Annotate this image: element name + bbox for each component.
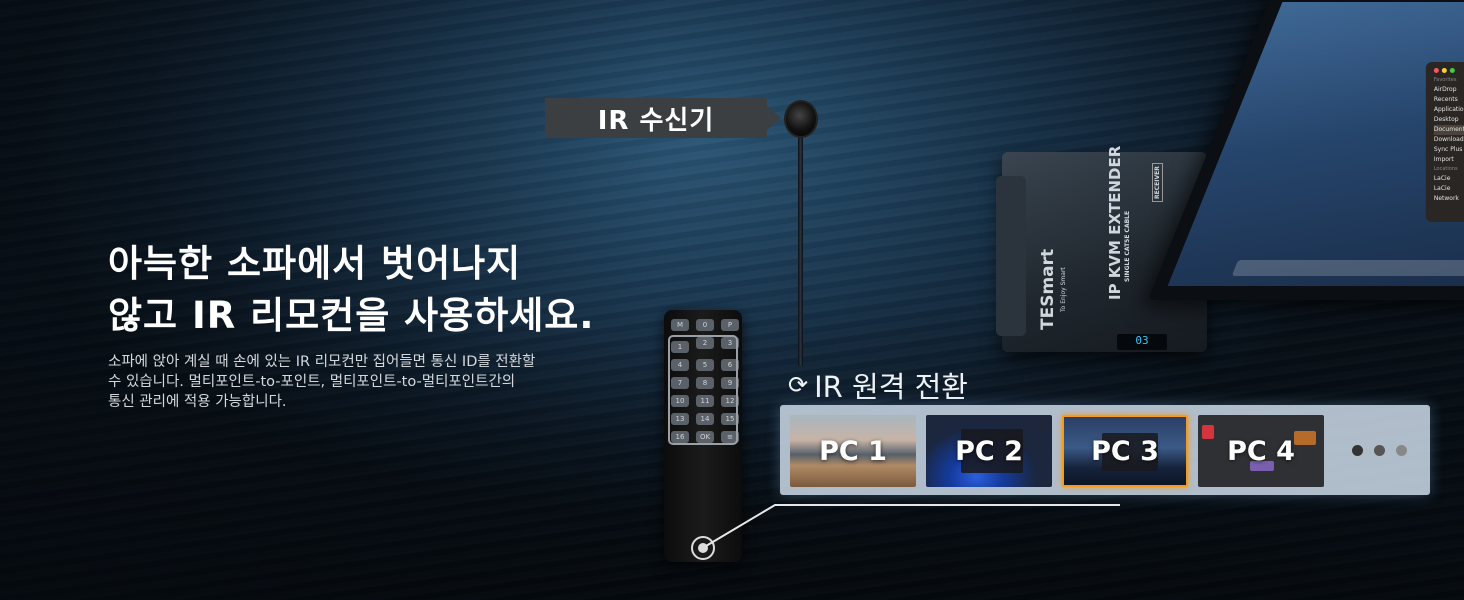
finder-item[interactable]: Recents bbox=[1433, 96, 1458, 103]
headline-line: 아늑한 소파에서 벗어나지 bbox=[108, 242, 522, 285]
dashboard-chart bbox=[1250, 461, 1274, 471]
remote-key[interactable]: 15 bbox=[721, 413, 739, 425]
finder-section: Locations bbox=[1433, 166, 1458, 172]
pc-label: PC 1 bbox=[819, 435, 887, 467]
remote-key[interactable]: 10 bbox=[671, 395, 689, 407]
switch-heading: ⟳ IR 원격 전환 bbox=[788, 364, 968, 406]
ir-receiver bbox=[784, 100, 818, 138]
pc-label: PC 3 bbox=[1091, 435, 1159, 467]
finder-item[interactable]: Sync Plus Plan bbox=[1433, 146, 1464, 153]
remote-key[interactable]: 0 bbox=[696, 319, 714, 331]
device-tagline: To Enjoy Smart bbox=[1060, 267, 1067, 312]
finder-section: Favorites bbox=[1433, 77, 1457, 83]
mounting-plate bbox=[996, 176, 1026, 336]
remote-key[interactable]: 7 bbox=[671, 377, 689, 389]
remote-key[interactable]: 12 bbox=[721, 395, 739, 407]
receiver-cable bbox=[798, 136, 803, 366]
device-type: RECEIVER bbox=[1152, 163, 1163, 202]
remote-key[interactable]: 9 bbox=[721, 377, 739, 389]
pc-label: PC 4 bbox=[1227, 435, 1295, 467]
device-subtitle: SINGLE CAT5E CABLE bbox=[1124, 210, 1131, 282]
device-brand: TESmart bbox=[1038, 248, 1058, 330]
remote-key[interactable]: 13 bbox=[671, 413, 689, 425]
remote-key[interactable]: 4 bbox=[671, 359, 689, 371]
finder-item[interactable]: Network bbox=[1433, 195, 1459, 202]
pc-thumb-4[interactable]: PC 4 bbox=[1198, 415, 1324, 487]
finder-item[interactable]: Documents bbox=[1433, 125, 1464, 135]
finder-sidebar: Favorites AirDrop Recents Applications D… bbox=[1425, 62, 1464, 222]
switch-heading-text: IR 원격 전환 bbox=[814, 370, 968, 404]
remote-key[interactable]: 3 bbox=[721, 337, 739, 349]
pc-switch-panel: PC 1 PC 2 PC 3 PC 4 bbox=[780, 405, 1430, 495]
more-dot bbox=[1374, 445, 1385, 456]
remote-key[interactable]: 11 bbox=[696, 395, 714, 407]
description: 소파에 앉아 계실 때 손에 있는 IR 리모컨만 집어들면 통신 ID를 전환… bbox=[108, 352, 628, 412]
dashboard-map bbox=[1294, 431, 1316, 445]
remote-key[interactable]: 14 bbox=[696, 413, 714, 425]
pc-label: PC 2 bbox=[955, 435, 1023, 467]
finder-item[interactable]: Desktop bbox=[1433, 116, 1459, 123]
more-dot bbox=[1396, 445, 1407, 456]
remote-key[interactable]: 2 bbox=[696, 337, 714, 349]
ir-emitter-icon bbox=[691, 536, 715, 560]
device-id-display: 03 bbox=[1117, 334, 1167, 350]
remote-key[interactable]: 1 bbox=[671, 341, 689, 353]
ir-receiver-label: IR 수신기 bbox=[545, 98, 781, 138]
device-model: IP KVM EXTENDER bbox=[1106, 145, 1124, 300]
description-line: 소파에 앉아 계실 때 손에 있는 IR 리모컨만 집어들면 통신 ID를 전환… bbox=[108, 354, 536, 370]
pc-thumb-2[interactable]: PC 2 bbox=[926, 415, 1052, 487]
finder-item[interactable]: LaCie bbox=[1433, 185, 1451, 192]
remote-key[interactable]: 16 bbox=[671, 431, 689, 443]
remote-key[interactable]: 6 bbox=[721, 359, 739, 371]
remote-key[interactable]: M bbox=[671, 319, 689, 331]
remote-key[interactable]: 5 bbox=[696, 359, 714, 371]
description-line: 통신 관리에 적용 가능합니다. bbox=[108, 394, 287, 410]
finder-item[interactable]: LaCie bbox=[1433, 175, 1451, 182]
app-window bbox=[961, 429, 1023, 473]
finder-item[interactable]: Applications bbox=[1433, 106, 1464, 113]
finder-item[interactable]: AirDrop bbox=[1433, 86, 1457, 93]
pc-thumb-1[interactable]: PC 1 bbox=[790, 415, 916, 487]
remote-key[interactable]: P bbox=[721, 319, 739, 331]
headline-line: 않고 IR 리모컨을 사용하세요. bbox=[108, 294, 595, 337]
more-dot bbox=[1352, 445, 1363, 456]
app-window bbox=[1102, 433, 1158, 471]
remote-key[interactable]: 8 bbox=[696, 377, 714, 389]
dashboard-tile bbox=[1202, 425, 1214, 439]
pc-thumb-3-selected[interactable]: PC 3 bbox=[1062, 415, 1188, 487]
description-line: 수 있습니다. 멀티포인트-to-포인트, 멀티포인트-to-멀티포인트간의 bbox=[108, 374, 516, 390]
finder-item[interactable]: Import bbox=[1433, 156, 1454, 163]
dock bbox=[1231, 260, 1464, 276]
refresh-icon: ⟳ bbox=[788, 371, 809, 399]
remote-key[interactable]: ≡ bbox=[721, 431, 739, 443]
remote-key[interactable]: OK bbox=[696, 431, 714, 443]
finder-item[interactable]: Downloads bbox=[1433, 136, 1464, 143]
